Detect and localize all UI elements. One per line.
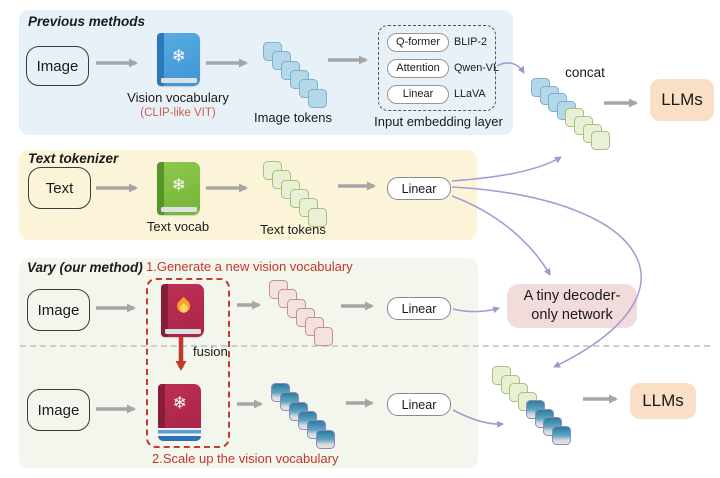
bluegrad-token — [315, 429, 335, 449]
curve-textlinear-to-finaltokens — [451, 186, 642, 368]
embedding-row-qformer: Q-former BLIP-2 — [387, 32, 495, 52]
image-input-box-row1: Image — [27, 289, 90, 331]
tiny-decoder-network-box: A tiny decoder-only network — [507, 284, 637, 328]
fusion-label: fusion — [193, 344, 228, 359]
llms-box-top: LLMs — [650, 79, 714, 121]
new-vision-vocabulary-book — [161, 284, 204, 337]
scaled-vision-vocabulary-book: ❄ — [158, 384, 201, 428]
bluegrad-token — [551, 425, 571, 445]
blue-token — [307, 88, 327, 108]
concat-tokens-cascade — [531, 78, 621, 168]
step2-caption: 2.Scale up the vision vocabulary — [152, 451, 339, 466]
image-tokens-cascade — [263, 42, 353, 132]
input-embedding-layer-box: Q-former BLIP-2 Attention Qwen-VL Linear… — [378, 25, 499, 111]
scaled-tokens-cascade — [271, 383, 361, 473]
vary-method-title: Vary (our method) — [27, 260, 143, 275]
qwenvl-label: Qwen-VL — [454, 62, 500, 74]
snowflake-icon: ❄ — [171, 175, 186, 195]
vision-vocabulary-book: ❄ — [157, 33, 200, 86]
vary-row1-linear-pill: Linear — [387, 297, 451, 320]
text-linear-pill: Linear — [387, 177, 451, 200]
image-input-box-row2: Image — [27, 389, 90, 431]
final-tokens-cascade — [492, 366, 582, 456]
text-linear-label: Linear — [401, 181, 437, 196]
text-tokens-cascade — [263, 161, 353, 251]
embedding-row-linear: Linear LLaVA — [387, 84, 495, 104]
pink-token — [313, 326, 333, 346]
text-input-box: Text — [28, 167, 91, 209]
vary-row2-linear-label: Linear — [401, 397, 437, 412]
vary-row1-linear-label: Linear — [401, 301, 437, 316]
text-tokens-label: Text tokens — [260, 222, 326, 237]
snowflake-icon: ❄ — [172, 393, 187, 413]
snowflake-icon: ❄ — [171, 46, 186, 66]
image-input-label: Image — [36, 57, 79, 75]
vision-vocabulary-label: Vision vocabulary — [127, 90, 229, 105]
previous-methods-title: Previous methods — [28, 14, 146, 29]
image-input-label-row1: Image — [37, 301, 80, 319]
text-vocab-label: Text vocab — [146, 219, 210, 234]
text-vocab-book: ❄ — [157, 162, 200, 215]
image-input-label-row2: Image — [37, 401, 80, 419]
blip2-label: BLIP-2 — [454, 36, 488, 48]
vary-method-band — [19, 258, 478, 468]
llms-label-bottom: LLMs — [642, 391, 684, 410]
flame-icon — [176, 299, 191, 316]
tiny-decoder-network-label: A tiny decoder-only network — [523, 288, 621, 323]
linear-pill: Linear — [387, 84, 449, 104]
llms-label-top: LLMs — [661, 90, 703, 109]
input-embedding-layer-caption: Input embedding layer — [374, 114, 503, 129]
text-input-label: Text — [45, 179, 74, 197]
green-token — [307, 207, 327, 227]
new-vocab-tokens-cascade — [269, 280, 359, 370]
vary-row2-linear-pill: Linear — [387, 393, 451, 416]
llava-label: LLaVA — [454, 88, 486, 100]
clip-vit-sublabel: (CLIP-like VIT) — [140, 107, 216, 119]
new-vocabulary-dashed-box — [146, 278, 230, 448]
embedding-row-attention: Attention Qwen-VL — [387, 58, 499, 78]
green-token — [591, 131, 611, 151]
attention-pill: Attention — [387, 58, 449, 78]
step1-caption: 1.Generate a new vision vocabulary — [146, 259, 353, 274]
fused-book-pages — [158, 428, 201, 441]
text-tokenizer-title: Text tokenizer — [28, 151, 119, 166]
horizontal-divider-dashed-line — [20, 345, 710, 347]
image-tokens-label: Image tokens — [253, 110, 333, 125]
qformer-pill: Q-former — [387, 32, 449, 52]
llms-box-bottom: LLMs — [630, 383, 696, 419]
image-input-box: Image — [26, 46, 89, 86]
concat-label: concat — [565, 65, 605, 80]
